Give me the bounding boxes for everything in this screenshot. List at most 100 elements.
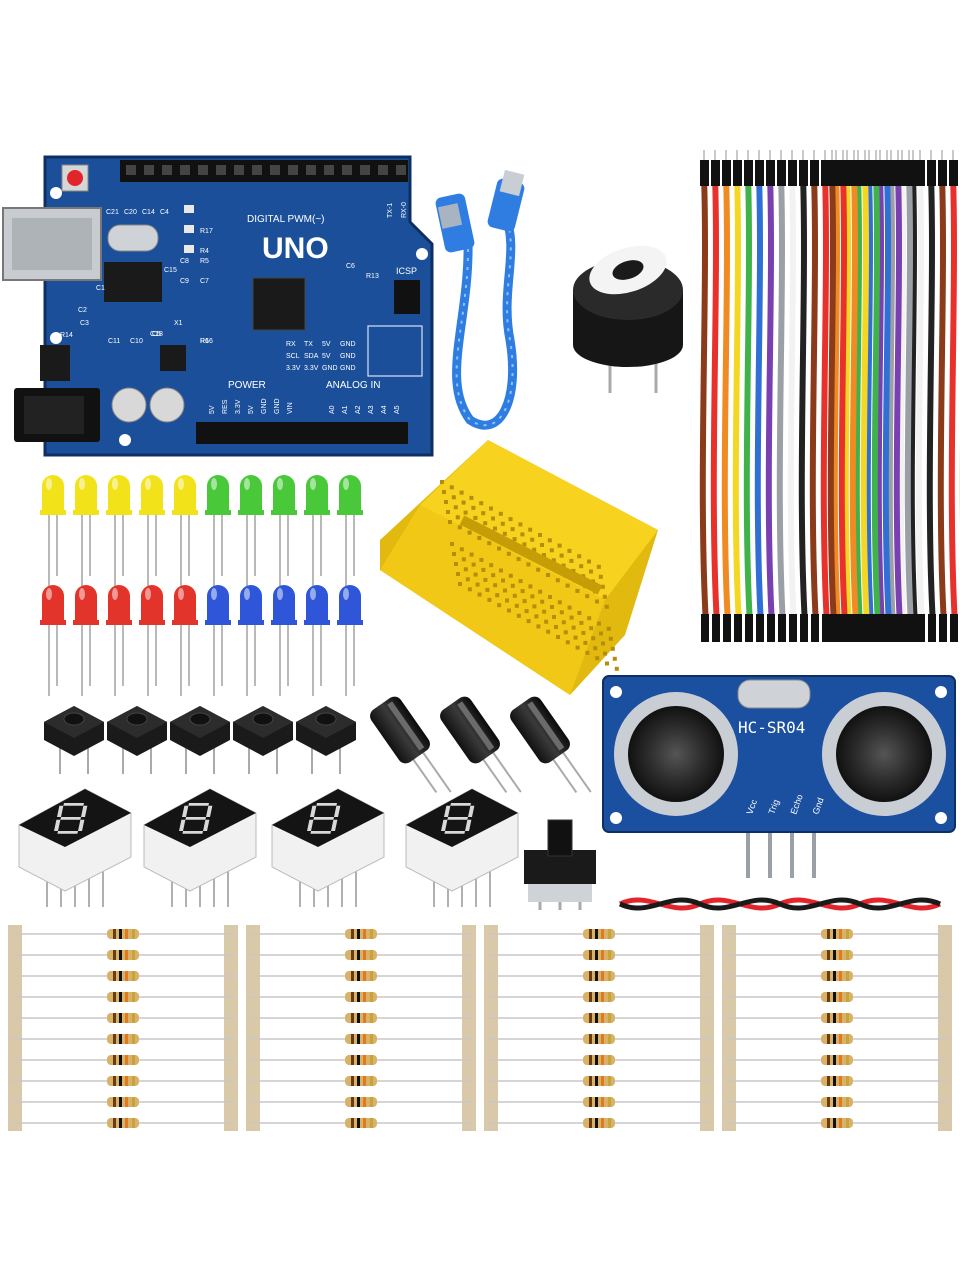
power-pin-label: 5V bbox=[209, 405, 216, 414]
capacitor bbox=[370, 696, 452, 793]
silk-label: C7 bbox=[200, 278, 209, 285]
jumper-connector bbox=[822, 614, 830, 642]
resistor bbox=[583, 1076, 615, 1086]
silk-label: C1 bbox=[96, 285, 105, 292]
resistor bbox=[107, 1034, 139, 1044]
jumper-wire bbox=[853, 174, 863, 626]
jumper-connector bbox=[778, 614, 786, 642]
seven-segment-display bbox=[143, 788, 257, 907]
resistor bbox=[107, 929, 139, 939]
jumper-connector bbox=[851, 614, 859, 642]
resistor bbox=[821, 992, 853, 1002]
resistor bbox=[345, 971, 377, 981]
jumper-wire bbox=[842, 174, 852, 626]
jumper-connector bbox=[916, 160, 925, 186]
resistor bbox=[107, 971, 139, 981]
jumper-connector bbox=[828, 160, 837, 186]
resistor bbox=[107, 992, 139, 1002]
power-pin-label: 3.3V bbox=[235, 399, 242, 414]
pin-table-label: GND bbox=[340, 341, 356, 348]
resistor-strip bbox=[722, 925, 952, 1131]
pin-table-label: GND bbox=[322, 365, 338, 372]
digital-header-label: DIGITAL PWM(~) bbox=[247, 214, 325, 225]
jumper-connector bbox=[767, 614, 775, 642]
jumper-wire bbox=[809, 174, 819, 626]
led bbox=[337, 585, 363, 696]
electrolytic-capacitors bbox=[370, 696, 592, 793]
resistor bbox=[107, 1076, 139, 1086]
resistor bbox=[821, 971, 853, 981]
jumper-connector bbox=[928, 614, 936, 642]
jumper-connector bbox=[862, 614, 870, 642]
microcontroller-chip bbox=[252, 277, 306, 331]
jumper-wire bbox=[864, 174, 874, 626]
resistor bbox=[345, 1097, 377, 1107]
jumper-connector bbox=[850, 160, 859, 186]
jumper-wire bbox=[937, 174, 947, 626]
power-pin-label: 5V bbox=[248, 405, 255, 414]
resistor bbox=[821, 1013, 853, 1023]
resistor bbox=[345, 1055, 377, 1065]
led bbox=[238, 475, 264, 586]
push-button bbox=[44, 706, 104, 774]
analog-pin-label: A4 bbox=[381, 405, 388, 414]
led bbox=[73, 475, 99, 586]
silk-label: R4 bbox=[200, 248, 209, 255]
jumper-connector bbox=[712, 614, 720, 642]
twisted-wire bbox=[618, 897, 942, 911]
mini-breadboard bbox=[380, 440, 658, 695]
resistor bbox=[583, 1097, 615, 1107]
resistor bbox=[821, 1097, 853, 1107]
jumper-wire bbox=[787, 174, 797, 626]
jumper-connector bbox=[800, 614, 808, 642]
jumper-connector bbox=[839, 160, 848, 186]
jumper-connector bbox=[884, 614, 892, 642]
analog-pin-label: A5 bbox=[394, 405, 401, 414]
jumper-connector bbox=[938, 160, 947, 186]
capacitor bbox=[510, 696, 592, 793]
jumper-connector bbox=[861, 160, 870, 186]
resistor bbox=[583, 992, 615, 1002]
resistor bbox=[583, 971, 615, 981]
jumper-wire bbox=[776, 174, 786, 626]
pin-table-label: SDA bbox=[304, 353, 319, 360]
led bbox=[337, 475, 363, 586]
resistor bbox=[345, 1034, 377, 1044]
silk-label: C5 bbox=[152, 331, 161, 338]
resistor bbox=[583, 1055, 615, 1065]
silk-label: C3 bbox=[80, 320, 89, 327]
silk-label: C20 bbox=[124, 209, 137, 216]
silk-label: R13 bbox=[366, 273, 379, 280]
jumper-wire bbox=[871, 174, 881, 626]
jumper-connector bbox=[722, 160, 731, 186]
pin-table-label: GND bbox=[340, 353, 356, 360]
led bbox=[106, 585, 132, 696]
push-buttons bbox=[44, 706, 356, 774]
led bbox=[271, 585, 297, 696]
jumper-wire bbox=[743, 174, 753, 626]
led-rows bbox=[40, 475, 363, 696]
jumper-connector bbox=[939, 614, 947, 642]
led bbox=[139, 585, 165, 696]
led bbox=[172, 475, 198, 586]
digital-header bbox=[120, 160, 408, 182]
resistor bbox=[583, 1013, 615, 1023]
jumper-wire bbox=[893, 174, 903, 626]
analog-pin-label: A0 bbox=[329, 405, 336, 414]
jumper-connector bbox=[734, 614, 742, 642]
resistor bbox=[821, 950, 853, 960]
resistor bbox=[345, 950, 377, 960]
jumper-connector bbox=[745, 614, 753, 642]
silk-label: X1 bbox=[174, 320, 183, 327]
jumper-connector bbox=[894, 160, 903, 186]
resistor bbox=[345, 1076, 377, 1086]
resistor bbox=[583, 950, 615, 960]
pin-table-label: RX bbox=[286, 341, 296, 348]
power-analog-header bbox=[196, 422, 408, 444]
silk-label: C4 bbox=[160, 209, 169, 216]
power-label: POWER bbox=[228, 380, 266, 391]
pin-table-label: GND bbox=[340, 365, 356, 372]
